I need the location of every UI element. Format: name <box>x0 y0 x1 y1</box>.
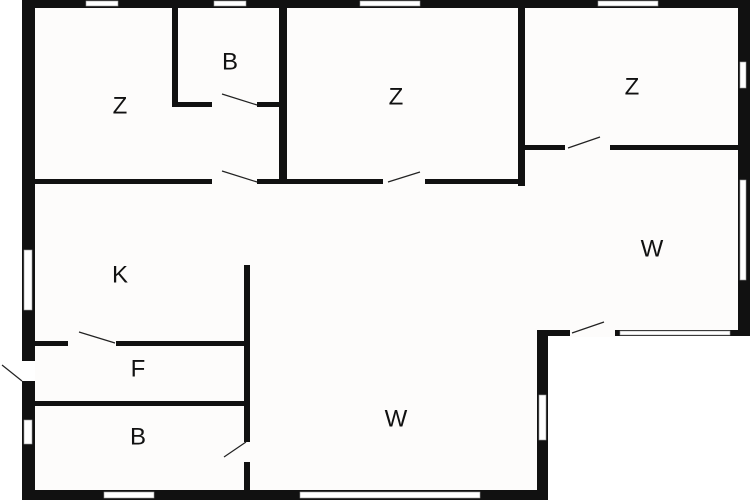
window <box>103 491 155 499</box>
door <box>567 136 601 149</box>
window <box>619 330 731 336</box>
wall-bottom <box>22 490 548 500</box>
window <box>538 394 547 441</box>
window <box>85 0 119 7</box>
room-label-living-2: W <box>385 405 408 432</box>
room-label-kitchen: K <box>112 261 128 288</box>
window <box>23 419 33 445</box>
door <box>221 93 258 106</box>
door <box>1 364 23 382</box>
wall-utility-north <box>35 341 248 346</box>
door-openings <box>21 101 615 462</box>
floor-area <box>35 8 738 492</box>
wall-utility-south <box>35 401 248 406</box>
wall-right <box>738 0 750 336</box>
room-label-bathroom-2: B <box>130 423 146 450</box>
room-label-bedroom-3: Z <box>625 73 640 100</box>
room-label-bedroom-2: Z <box>389 83 404 110</box>
wall-bath-west <box>172 0 178 107</box>
window <box>739 61 747 89</box>
door <box>223 441 247 458</box>
door <box>221 170 258 183</box>
window <box>739 179 747 281</box>
door <box>78 331 116 344</box>
window <box>213 0 247 7</box>
door <box>387 171 421 183</box>
wall-bedroom-divider-2 <box>518 0 525 186</box>
window <box>299 491 481 499</box>
door <box>571 321 605 334</box>
room-label-bathroom-1: B <box>222 48 238 75</box>
wall-bedroom-3-south <box>525 145 738 150</box>
windows <box>23 0 747 499</box>
room-label-living-1: W <box>641 235 664 262</box>
window <box>23 249 33 311</box>
room-label-utility: F <box>131 355 146 382</box>
window <box>359 0 421 7</box>
door-swings <box>1 93 605 458</box>
room-label-bedroom-1: Z <box>113 92 128 119</box>
wall-kitchen-east <box>244 265 250 490</box>
window <box>597 0 659 7</box>
wall-bedroom-divider-1 <box>279 0 287 183</box>
